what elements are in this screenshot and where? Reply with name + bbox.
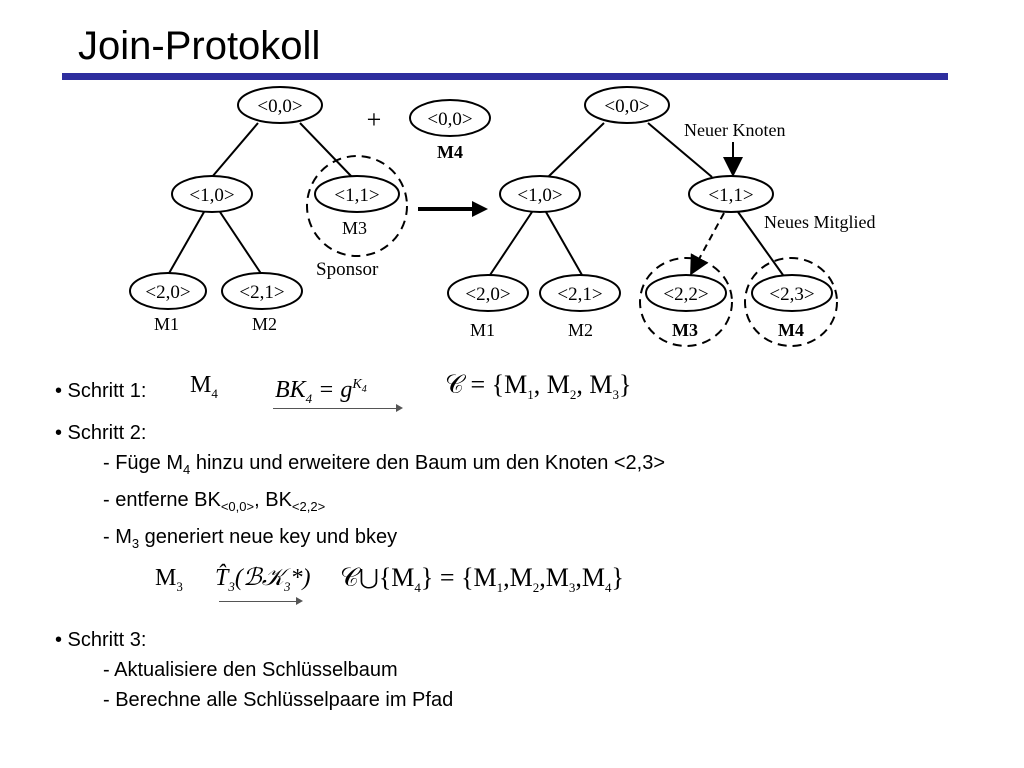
sponsor-dashed-circle <box>306 155 408 257</box>
right-node-2-3-label: <2,3> <box>769 284 814 305</box>
m4-dashed-circle <box>744 257 838 347</box>
left-member-m2-label: M2 <box>252 314 277 334</box>
right-node-2-1-label: <2,1> <box>557 284 602 305</box>
left-node-2-0 <box>129 272 207 310</box>
new-member-label: M4 <box>437 142 463 162</box>
m3-dashed-circle <box>639 257 733 347</box>
right-node-2-1 <box>539 274 621 312</box>
plus-sign: + <box>367 105 382 134</box>
right-node-2-3 <box>751 274 833 312</box>
left-member-m1-label: M1 <box>154 314 179 334</box>
key-tree-diagram: <0,0> <1,0> <1,1> <2,0> <2,1> M1 M2 M3 S… <box>129 86 875 347</box>
transition-arrow-icon <box>472 201 488 217</box>
step-2-line-2: - entferne BK<0,0>, BK<2,2> <box>103 489 326 514</box>
right-node-2-2-label: <2,2> <box>663 284 708 305</box>
title-divider <box>62 73 948 80</box>
left-node-1-0-label: <1,0> <box>189 185 234 206</box>
right-member-m1-label: M1 <box>470 320 495 340</box>
left-node-2-0-label: <2,0> <box>145 282 190 303</box>
right-member-m4-label: M4 <box>778 320 804 340</box>
left-node-0-0-label: <0,0> <box>257 96 302 117</box>
annotation-new-member: Neues Mitglied <box>764 212 875 232</box>
step-2-sender: M3 <box>155 565 183 594</box>
dashed-edge-to-2-2 <box>690 212 725 276</box>
step-2-math: M3 T̂3(ℬ𝒦3*) 𝒞⋃{M4} = {M1,M2,M3,M4} <box>55 559 665 615</box>
right-node-1-0 <box>499 175 581 213</box>
step-2-line-3: - M3 generiert neue key und bkey <box>103 526 398 551</box>
step-3-line-2: - Berechne alle Schlüsselpaare im Pfad <box>103 689 454 711</box>
step-2-union: 𝒞⋃{M4} = {M1,M2,M3,M4} <box>340 563 625 596</box>
right-node-2-0 <box>447 274 529 312</box>
left-node-2-1-label: <2,1> <box>239 282 284 303</box>
right-node-1-0-label: <1,0> <box>517 185 562 206</box>
step-2-arrow-icon <box>219 597 303 605</box>
step-1-group: 𝒞 = {M1, M2, M3} <box>445 370 632 403</box>
right-node-1-1-label: <1,1> <box>708 185 753 206</box>
left-node-2-1 <box>221 272 303 310</box>
step-3-line-1: - Aktualisiere den Schlüsselbaum <box>103 659 398 681</box>
right-node-0-0-label: <0,0> <box>604 96 649 117</box>
step-2: • Schritt 2: - Füge M4 hinzu und erweite… <box>55 418 665 559</box>
step-1-message: BK4 = gK4 <box>275 377 367 406</box>
left-node-1-0 <box>171 175 253 213</box>
right-member-m2-label: M2 <box>568 320 593 340</box>
step-2-message: T̂3(ℬ𝒦3*) <box>215 565 311 594</box>
right-tree-nodes: <0,0> <1,0> <1,1> <2,0> <2,1> <2,2> <2,3… <box>447 86 838 347</box>
new-member-node-label: <0,0> <box>427 109 472 130</box>
slide-title: Join-Protokoll <box>78 24 321 68</box>
left-node-1-1-label: <1,1> <box>334 185 379 206</box>
step-3-label: • Schritt 3: <box>55 629 147 651</box>
step-2-line-1: - Füge M4 hinzu und erweitere den Baum u… <box>103 452 666 477</box>
step-1-label: • Schritt 1: <box>55 380 147 402</box>
left-tree-nodes: <0,0> <1,0> <1,1> <2,0> <2,1> <box>129 86 408 310</box>
left-node-0-0 <box>237 86 323 124</box>
right-tree-edges <box>489 122 784 276</box>
left-tree-edges <box>167 122 353 276</box>
step-2-label: • Schritt 2: <box>55 422 147 444</box>
left-member-m3-label: M3 <box>342 218 367 238</box>
step-1: • Schritt 1: M4 BK4 = gK4 𝒞 = {M1, M2, M… <box>55 370 665 418</box>
annotation-new-node: Neuer Knoten <box>684 120 785 140</box>
right-node-0-0 <box>584 86 670 124</box>
sponsor-label: Sponsor <box>316 259 379 280</box>
right-node-2-2 <box>645 274 727 312</box>
right-node-2-0-label: <2,0> <box>465 284 510 305</box>
step-1-sender: M4 <box>190 372 218 401</box>
new-member-node <box>409 99 491 137</box>
step-3: • Schritt 3: - Aktualisiere den Schlüsse… <box>55 625 665 715</box>
steps-list: • Schritt 1: M4 BK4 = gK4 𝒞 = {M1, M2, M… <box>55 370 665 715</box>
right-member-m3-label: M3 <box>672 320 698 340</box>
step-1-arrow-icon <box>273 404 403 412</box>
left-node-1-1 <box>314 175 400 213</box>
